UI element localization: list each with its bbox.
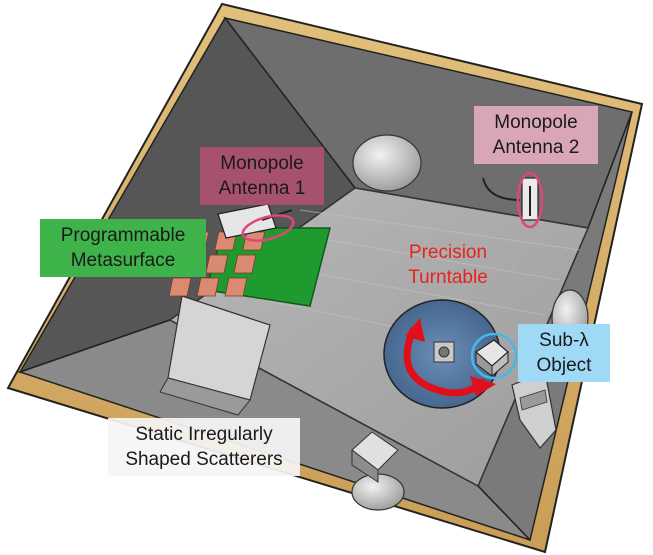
sub-lambda-object-front xyxy=(491,350,509,378)
sub-lambda-object-label: Sub-λ Object xyxy=(518,324,610,382)
label-line: Antenna 2 xyxy=(492,137,580,158)
rotation-arrow-tail-head xyxy=(470,376,496,396)
stair-step xyxy=(519,389,548,411)
label-line: Monopole xyxy=(220,153,304,174)
label-line: Object xyxy=(536,355,592,376)
sub-lambda-object-ring xyxy=(470,332,518,380)
monopole-antenna-1-label: Monopole Antenna 1 xyxy=(200,147,324,205)
turntable-center-hub xyxy=(438,346,450,358)
antenna-2-ring xyxy=(516,171,544,229)
label-line: Shaped Scatterers xyxy=(125,449,283,470)
label-line: Precision xyxy=(408,242,488,263)
precision-turntable-label: Precision Turntable xyxy=(378,236,518,294)
monopole-antenna-2-label: Monopole Antenna 2 xyxy=(474,106,598,164)
antenna-2-cable xyxy=(482,177,521,201)
label-line: Monopole xyxy=(494,112,578,133)
back-wall-dome xyxy=(352,134,422,192)
static-scatterers-label: Static Irregularly Shaped Scatterers xyxy=(108,418,300,476)
rotation-arrow-head xyxy=(405,318,425,342)
programmable-metasurface-label: Programmable Metasurface xyxy=(40,219,206,277)
floor-block-small-side xyxy=(351,448,379,483)
label-line: Programmable xyxy=(60,225,186,246)
label-line: Static Irregularly xyxy=(135,424,273,445)
label-line: Metasurface xyxy=(70,250,176,271)
label-line: Sub-λ xyxy=(539,330,589,351)
turntable-rotation-arrow xyxy=(403,326,486,397)
antenna-1-ring xyxy=(241,214,295,242)
left-wall-block-side xyxy=(159,377,251,416)
label-line: Antenna 1 xyxy=(218,178,306,199)
label-line: Turntable xyxy=(408,267,488,288)
antenna-1-body xyxy=(217,203,277,239)
